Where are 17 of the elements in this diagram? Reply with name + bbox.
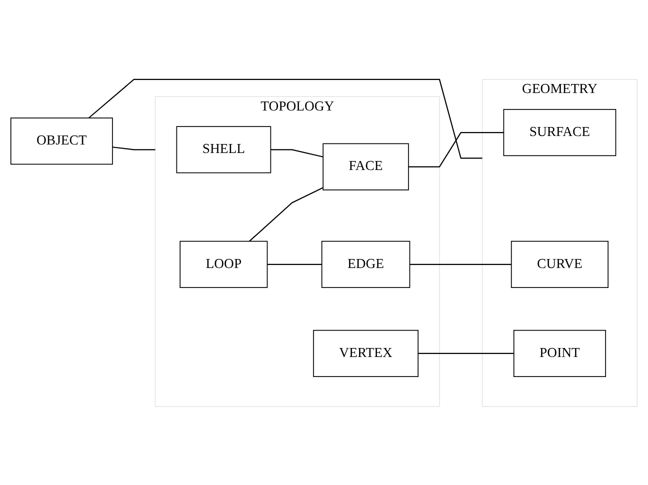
connector [88, 78, 482, 158]
node-box: EDGE [321, 240, 410, 288]
connector [270, 148, 324, 157]
node-box: VERTEX [313, 329, 418, 376]
connector [418, 352, 514, 354]
connector [112, 146, 156, 150]
node-box: FACE [322, 142, 409, 190]
node-box: LOOP [180, 240, 268, 288]
node-box: SHELL [176, 126, 272, 173]
node-box: CURVE [510, 240, 609, 288]
connector [267, 263, 322, 264]
connector [408, 131, 504, 167]
node-box: SURFACE [503, 108, 616, 156]
node-box: POINT [513, 329, 606, 376]
connector [410, 263, 512, 264]
connector [248, 186, 324, 242]
node-box: OBJECT [10, 117, 113, 164]
